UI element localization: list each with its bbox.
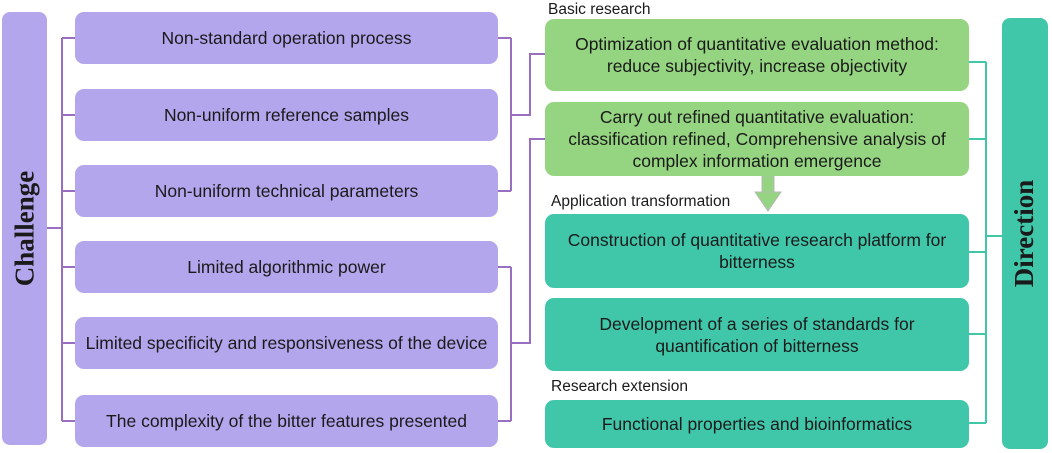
- challenge-title: Challenge: [9, 170, 40, 287]
- direction-title: Direction: [1009, 179, 1040, 288]
- challenge-item-1: Non-standard operation process: [75, 12, 498, 64]
- basic-research-item-2: Carry out refined quantitative evaluatio…: [545, 102, 969, 176]
- challenge-item-2: Non-uniform reference samples: [75, 89, 498, 141]
- challenge-item-3: Non-uniform technical parameters: [75, 165, 498, 217]
- lower-group-connector: [498, 138, 545, 422]
- upper-group-connector: [498, 37, 545, 192]
- application-item-1: Construction of quantitative research pl…: [545, 214, 969, 288]
- basic-research-item-1: Optimization of quantitative evaluation …: [545, 19, 969, 91]
- direction-bracket: [969, 61, 1002, 424]
- challenge-bar: Challenge: [2, 12, 47, 445]
- research-extension-heading: Research extension: [551, 378, 688, 395]
- application-item-2: Development of a series of standards for…: [545, 298, 969, 371]
- application-transformation-heading: Application transformation: [551, 193, 731, 210]
- challenge-bracket: [47, 37, 75, 422]
- challenge-item-5: Limited specificity and responsiveness o…: [75, 317, 498, 369]
- challenge-item-6: The complexity of the bitter features pr…: [75, 395, 498, 447]
- challenge-item-4: Limited algorithmic power: [75, 241, 498, 293]
- direction-bar: Direction: [1002, 18, 1048, 449]
- down-arrow-icon: [754, 175, 782, 212]
- research-extension-item-1: Functional properties and bioinformatics: [545, 400, 969, 448]
- basic-research-heading: Basic research: [548, 1, 651, 18]
